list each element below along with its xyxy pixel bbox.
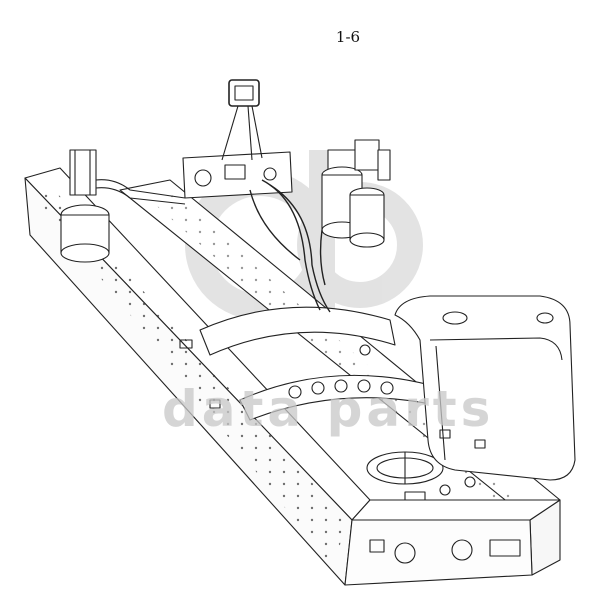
filter-canisters [321,139,391,248]
center-bracket [182,151,293,199]
figure-label: 1-6 [335,28,361,46]
watermark-text: data parts [162,380,495,438]
rear-cross-member [344,499,561,586]
hose-bundle [249,179,331,313]
bracket-details [179,339,486,501]
mount-ring [366,451,444,485]
front-cylinder-assembly [60,149,186,263]
monitor-assembly [221,79,263,161]
